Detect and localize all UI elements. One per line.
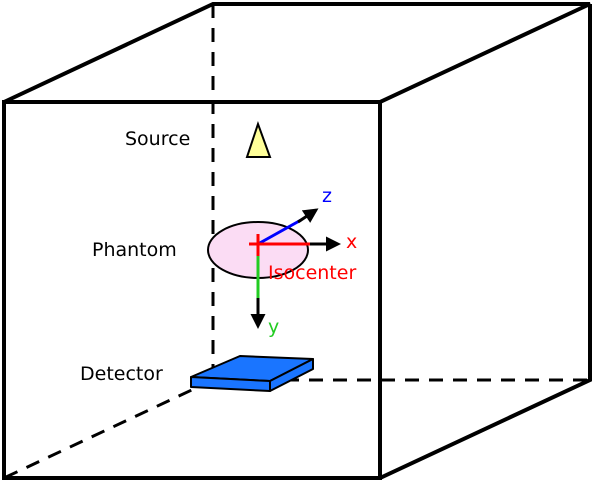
detector-side — [269, 358, 314, 392]
z-axis-label: z — [322, 185, 332, 207]
y-axis-label: y — [268, 316, 279, 338]
cube-right-face — [379, 4, 592, 480]
detector-label: Detector — [80, 363, 163, 385]
z-axis-line — [257, 218, 302, 246]
cube-front-face — [2, 100, 382, 480]
cube-hidden-edges — [3, 4, 590, 480]
x-axis-label: x — [346, 231, 357, 253]
isocenter-label: Isocenter — [268, 262, 356, 284]
detector-icon — [190, 355, 314, 392]
cube-top-face — [3, 2, 591, 104]
isocenter-marker — [249, 234, 267, 256]
z-axis-arrow — [297, 208, 319, 224]
hidden-edge-bottom-diagonal — [3, 378, 214, 480]
source-icon — [245, 120, 272, 158]
source-label: Source — [125, 128, 190, 150]
phantom-label: Phantom — [92, 239, 177, 261]
